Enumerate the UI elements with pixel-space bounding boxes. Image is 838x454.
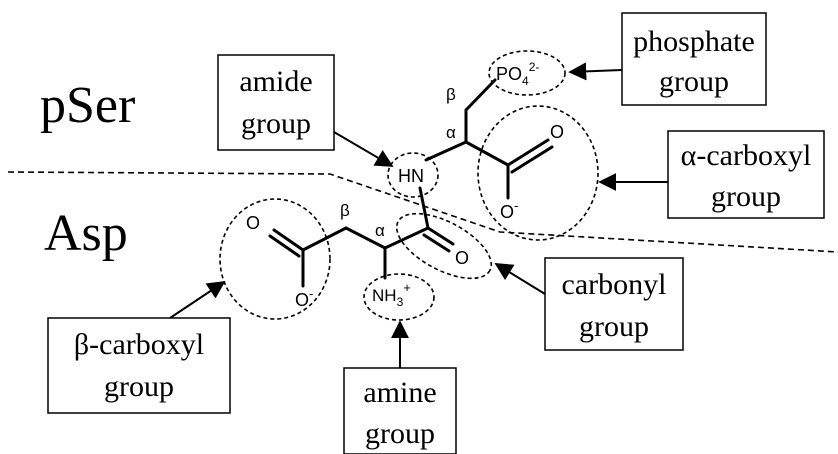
amide-group-box: amide group xyxy=(217,54,335,151)
carbonyl-o-label: O xyxy=(455,248,469,268)
amine-box-line1: amine xyxy=(363,376,436,409)
asp-alpha-label: α xyxy=(375,221,385,240)
beta-carboxyl-arrow xyxy=(169,281,226,319)
region-divider xyxy=(7,171,838,253)
beta-carboxyl-group-box: β-carboxyl group xyxy=(47,317,231,414)
phosphate-arrow xyxy=(568,62,623,81)
hn-atom-label: HN xyxy=(398,166,424,186)
beta-carboxyl-outline xyxy=(219,198,331,320)
pser-alpha-label: α xyxy=(446,123,456,142)
carbonyl-arrow xyxy=(494,263,546,295)
phosphate-box-line1: phosphate xyxy=(633,25,755,58)
carbonyl-box-line1: carbonyl xyxy=(562,268,667,301)
beta-carboxyl-box-line2: group xyxy=(104,370,174,403)
carbonyl-outline xyxy=(395,212,493,280)
phosphate-outline xyxy=(488,50,566,96)
phosphate-group-box: phosphate group xyxy=(621,12,767,106)
beta-carboxyl-box-line1: β-carboxyl xyxy=(74,328,204,361)
alpha-carboxyl-box-line1: α-carboxyl xyxy=(681,139,812,172)
molecule-bonds xyxy=(268,78,554,288)
amine-atom-label: NH3+ xyxy=(372,280,411,309)
amide-box-line1: amide xyxy=(239,65,312,98)
carbonyl-group-box: carbonyl group xyxy=(544,257,684,351)
alpha-carboxyl-ominus-label: O- xyxy=(500,198,518,222)
pser-beta-label: β xyxy=(446,85,456,104)
carbonyl-box-line2: group xyxy=(579,310,649,343)
phosphate-box-line2: group xyxy=(659,65,729,98)
alpha-carboxyl-outline xyxy=(477,105,599,241)
region-label-asp: Asp xyxy=(44,205,128,262)
beta-carboxyl-o-label: O xyxy=(246,213,260,233)
beta-carboxyl-ominus-label: O- xyxy=(295,286,313,310)
alpha-carboxyl-box-line2: group xyxy=(711,180,781,213)
asp-beta-label: β xyxy=(340,201,350,220)
amine-box-line2: group xyxy=(365,417,435,450)
alpha-carboxyl-group-box: α-carboxyl group xyxy=(667,130,825,219)
amine-group-box: amine group xyxy=(343,367,457,454)
alpha-carboxyl-o-label: O xyxy=(550,122,564,142)
amide-outline xyxy=(387,152,439,198)
amine-outline xyxy=(363,273,435,321)
amide-box-line2: group xyxy=(241,107,311,140)
phosphate-atom-label: PO42- xyxy=(496,60,539,88)
amide-arrow xyxy=(333,131,394,167)
region-label-pser: pSer xyxy=(40,77,135,134)
